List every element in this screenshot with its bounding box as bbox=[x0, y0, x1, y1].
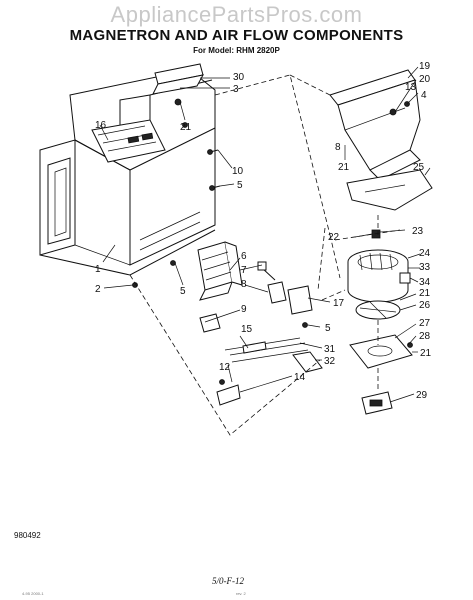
wire-harness bbox=[224, 337, 323, 373]
callout-15: 15 bbox=[241, 324, 253, 335]
callout-33: 33 bbox=[419, 262, 431, 273]
callout-14: 14 bbox=[294, 372, 306, 383]
air-duct-19 bbox=[329, 69, 421, 181]
callout-4: 4 bbox=[421, 90, 427, 101]
callout-10: 10 bbox=[232, 166, 244, 177]
cabinet bbox=[39, 69, 216, 276]
page-title: MAGNETRON AND AIR FLOW COMPONENTS bbox=[69, 27, 404, 44]
screws bbox=[132, 98, 413, 385]
fan-shroud-25 bbox=[346, 169, 433, 211]
callout-31: 31 bbox=[324, 344, 336, 355]
mount-bracket-14 bbox=[216, 384, 241, 406]
callout-19: 19 bbox=[419, 61, 431, 72]
callout-22: 22 bbox=[328, 232, 340, 243]
tiny-print-center: rev. 2 bbox=[236, 591, 246, 596]
callout-12: 12 bbox=[219, 362, 231, 373]
part-callouts: 1 2 3 4 5 5 5 6 7 8 8 9 10 12 13 14 15 1… bbox=[95, 61, 432, 401]
callout-21a: 21 bbox=[180, 122, 192, 133]
callout-21c: 21 bbox=[419, 288, 431, 299]
callout-17: 17 bbox=[333, 298, 345, 309]
model-line: For Model: RHM 2820P bbox=[193, 46, 280, 55]
top-bracket-30 bbox=[152, 63, 204, 95]
callout-5a: 5 bbox=[237, 180, 243, 191]
callout-2: 2 bbox=[95, 284, 101, 295]
callout-5c: 5 bbox=[325, 323, 331, 334]
document-number: 980492 bbox=[14, 531, 41, 540]
fuse-holder-9 bbox=[199, 313, 221, 333]
callout-24: 24 bbox=[419, 248, 431, 259]
callout-16: 16 bbox=[95, 120, 107, 131]
callout-6: 6 bbox=[241, 251, 247, 262]
callout-28: 28 bbox=[419, 331, 431, 342]
callout-3: 3 bbox=[233, 84, 239, 95]
callout-5b: 5 bbox=[180, 286, 186, 297]
transformer-6 bbox=[197, 241, 243, 301]
callout-34: 34 bbox=[419, 277, 431, 288]
callout-30: 30 bbox=[233, 72, 245, 83]
callout-29: 29 bbox=[416, 390, 428, 401]
callout-9: 9 bbox=[241, 304, 247, 315]
callout-7: 7 bbox=[241, 265, 247, 276]
callout-leaders bbox=[99, 66, 431, 403]
callout-8a: 8 bbox=[241, 279, 247, 290]
callout-32: 32 bbox=[324, 356, 336, 367]
callout-21d: 21 bbox=[420, 348, 432, 359]
callout-20: 20 bbox=[419, 74, 431, 85]
callout-1: 1 bbox=[95, 264, 101, 275]
callout-13: 13 bbox=[405, 82, 417, 93]
fan-blade-26 bbox=[355, 300, 401, 320]
fan-motor-24 bbox=[347, 229, 411, 303]
callout-8b: 8 bbox=[335, 142, 341, 153]
footer-mark: 5/0-F-12 bbox=[212, 576, 244, 586]
tiny-print-left: 4-95 2000-1 bbox=[22, 591, 44, 596]
hv-diode-7 bbox=[257, 261, 313, 315]
callout-23: 23 bbox=[412, 226, 424, 237]
callout-27: 27 bbox=[419, 318, 431, 329]
control-board-16 bbox=[91, 119, 166, 163]
callout-26: 26 bbox=[419, 300, 431, 311]
watermark: AppliancePartsPros.com bbox=[110, 2, 363, 27]
callout-25: 25 bbox=[413, 162, 425, 173]
motor-base-27 bbox=[349, 334, 413, 415]
callout-21b: 21 bbox=[338, 162, 350, 173]
